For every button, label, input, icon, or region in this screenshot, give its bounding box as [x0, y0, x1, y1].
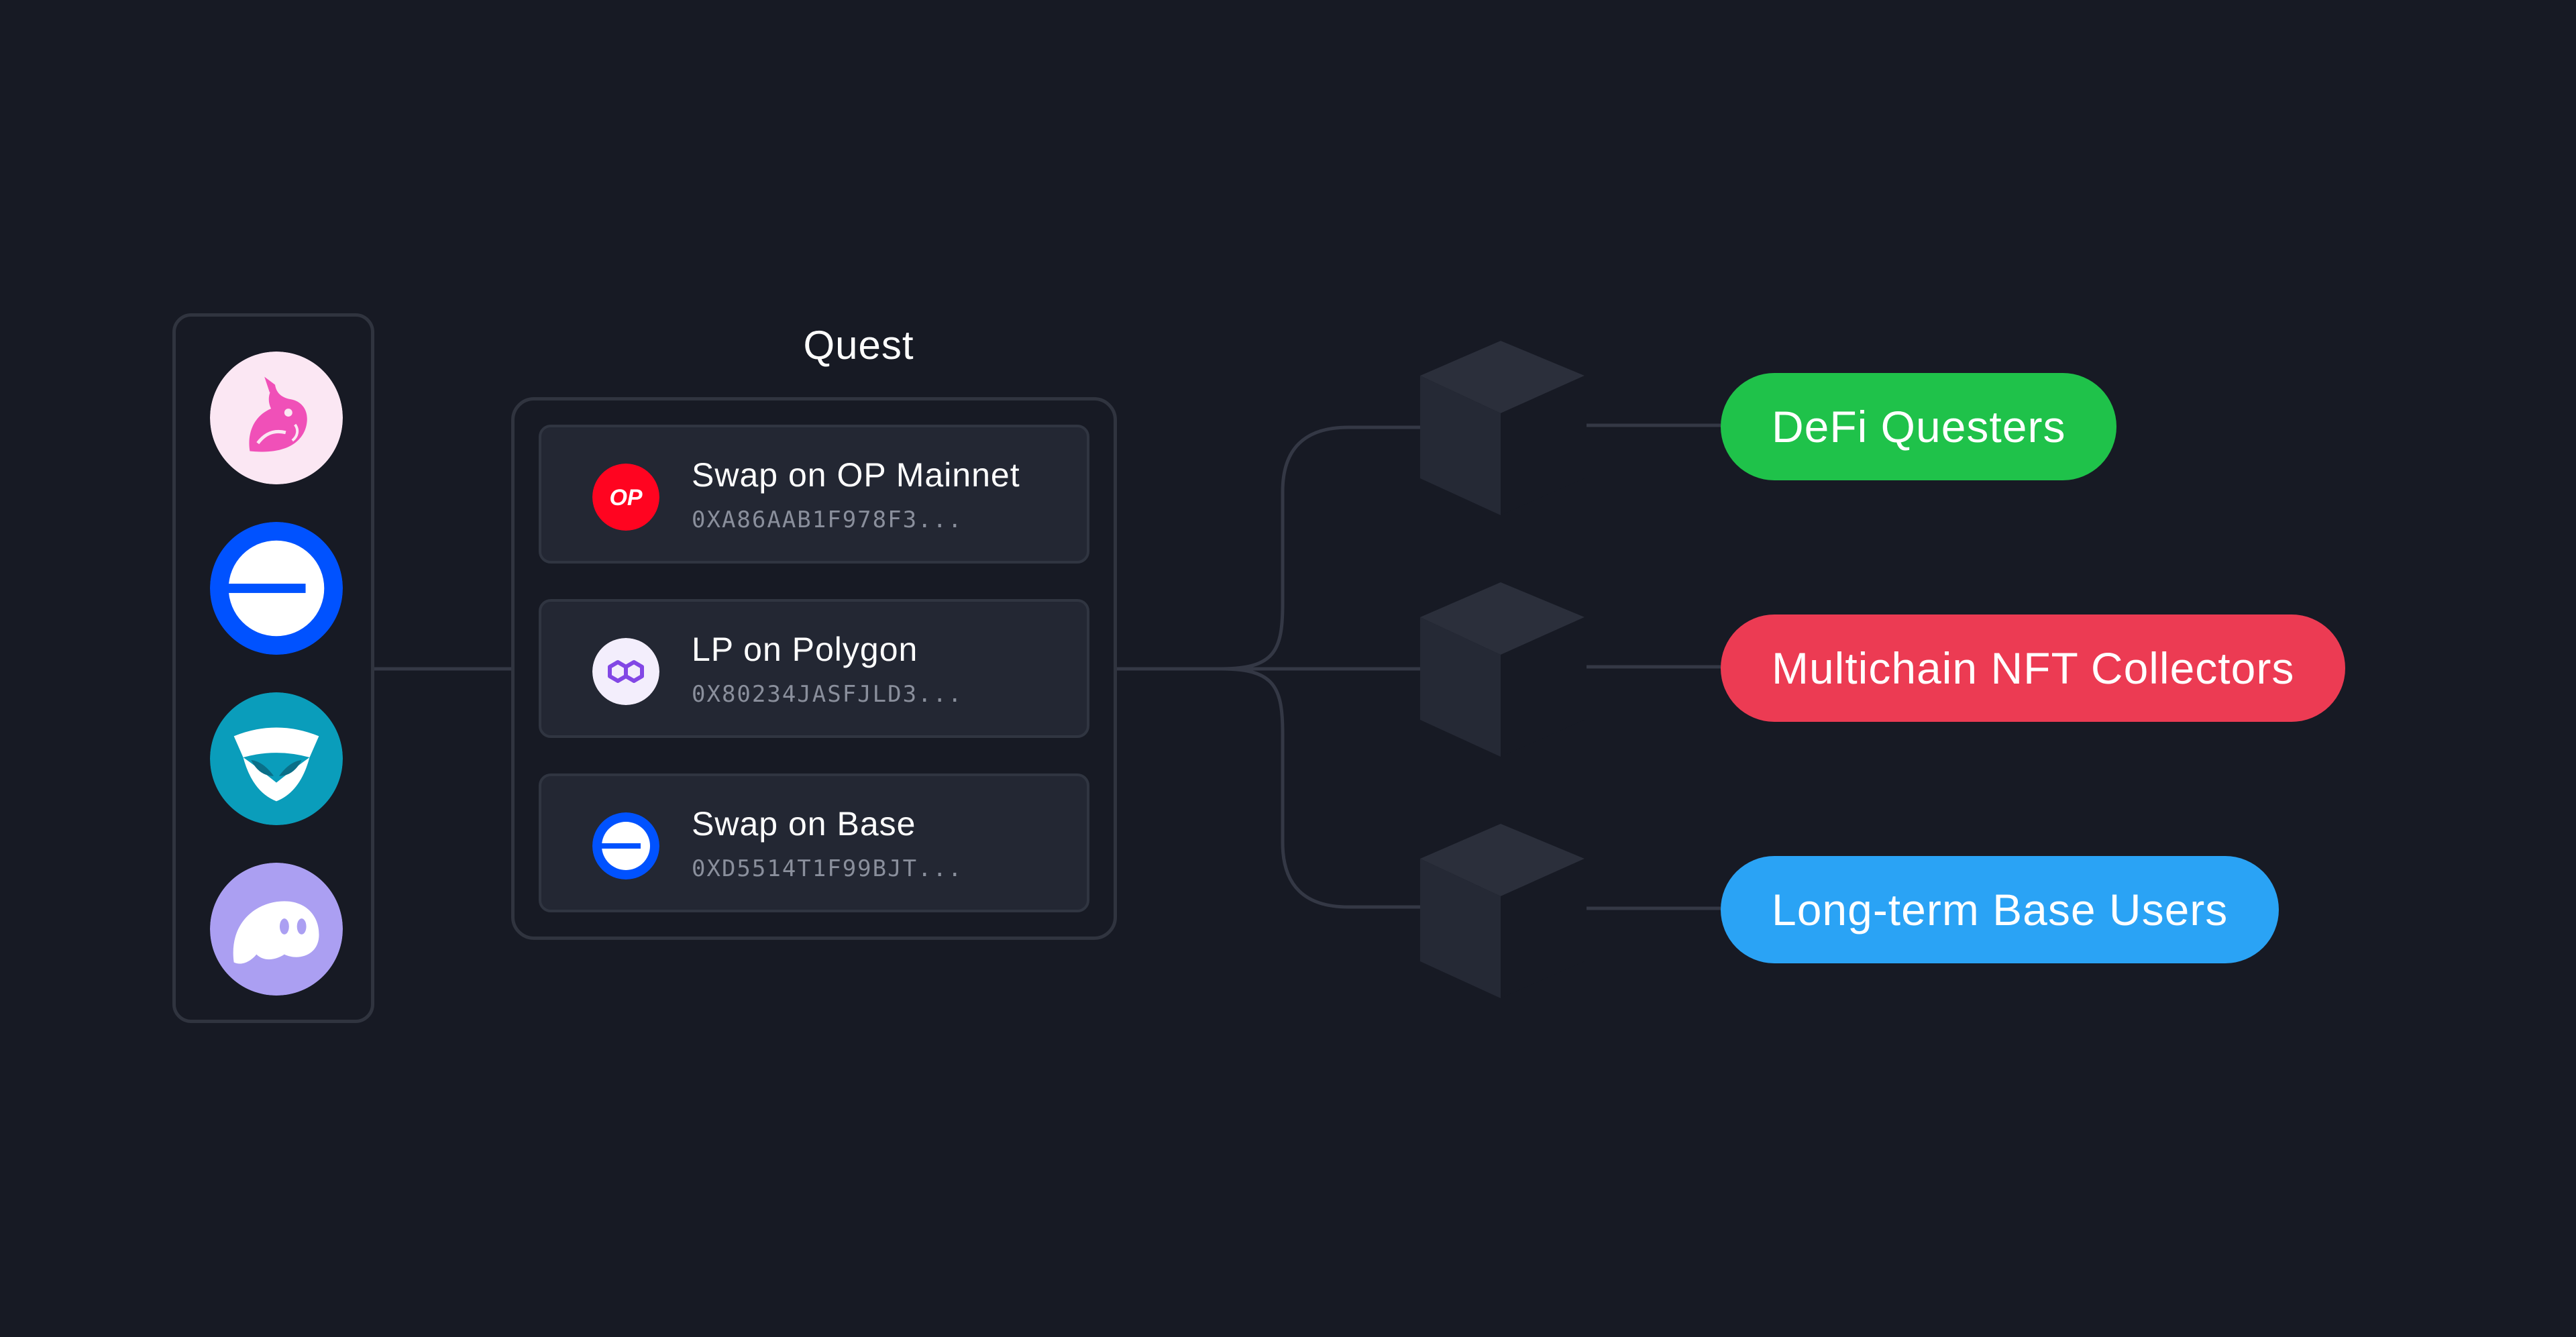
task-title: LP on Polygon — [692, 631, 918, 668]
op-icon-text: OP — [609, 485, 642, 511]
quest-title: Quest — [803, 323, 914, 368]
branch-bottom-line — [1220, 667, 1422, 909]
task-title: Swap on OP Mainnet — [692, 456, 1020, 494]
task-card-base[interactable]: Swap on Base 0XD5514T1F99BJT... — [539, 773, 1089, 912]
segment-pill-multichain-nft-collectors[interactable]: Multichain NFT Collectors — [1721, 614, 2346, 722]
task-card-op[interactable]: OP Swap on OP Mainnet 0XA86AAB1F978F3... — [539, 425, 1089, 564]
ghost-icon[interactable] — [210, 863, 343, 996]
cube-icon — [1420, 824, 1588, 1005]
segment-pill-long-term-base-users[interactable]: Long-term Base Users — [1721, 856, 2279, 963]
task-address: 0XA86AAB1F978F3... — [692, 506, 963, 533]
quest-panel: OP Swap on OP Mainnet 0XA86AAB1F978F3...… — [511, 397, 1117, 940]
task-title: Swap on Base — [692, 805, 916, 843]
base-icon — [592, 812, 659, 879]
branch-top-line — [1220, 425, 1422, 671]
apps-panel — [172, 313, 374, 1023]
op-icon: OP — [592, 464, 659, 531]
task-address: 0X80234JASFJLD3... — [692, 681, 963, 708]
base-icon[interactable] — [210, 522, 343, 655]
uniswap-icon[interactable] — [210, 352, 343, 484]
polygon-icon — [592, 638, 659, 705]
task-card-polygon[interactable]: LP on Polygon 0X80234JASFJLD3... — [539, 599, 1089, 738]
segment-pill-defi-questers[interactable]: DeFi Questers — [1721, 373, 2117, 480]
task-address: 0XD5514T1F99BJT... — [692, 855, 963, 882]
cube-icon — [1420, 582, 1588, 763]
cube-icon — [1420, 341, 1588, 522]
owl-icon[interactable] — [210, 692, 343, 825]
